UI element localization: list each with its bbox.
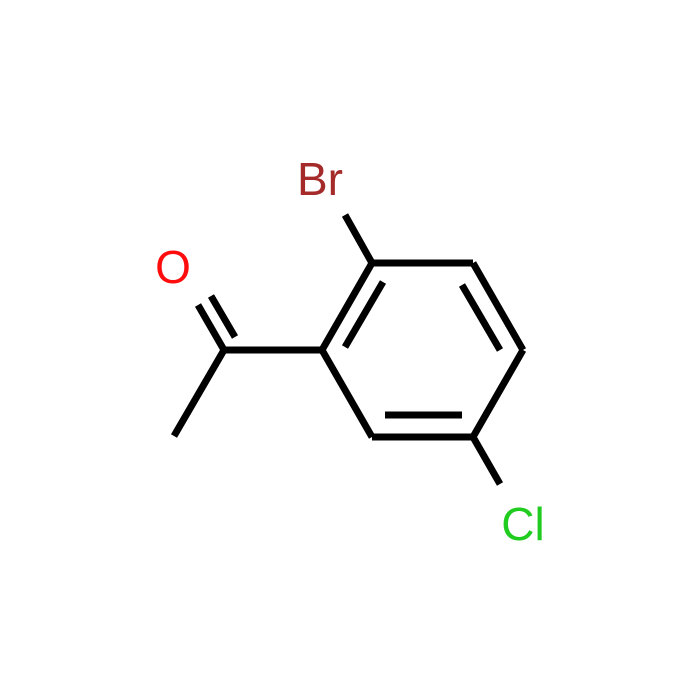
bond-carbonyl-o-1: [194, 303, 228, 352]
ring-bond-c1-c2: [318, 261, 376, 352]
bond-carbonyl-o-2: [207, 294, 239, 339]
oxygen-label: O: [155, 241, 191, 293]
ring-inner-bond-c3-c4: [458, 283, 504, 352]
ring-bond-c6-c1: [318, 348, 376, 439]
ring-bond-c4-c5: [469, 348, 527, 439]
ring-bond-c3-c4: [469, 261, 527, 352]
chlorine-label: Cl: [501, 498, 544, 550]
bond-c5-cl: [469, 435, 504, 486]
bromine-label: Br: [297, 153, 343, 205]
bond-carbonyl-methyl: [170, 348, 228, 438]
ring-inner-bond-c1-c2: [341, 280, 387, 349]
bond-c2-br: [341, 213, 376, 265]
